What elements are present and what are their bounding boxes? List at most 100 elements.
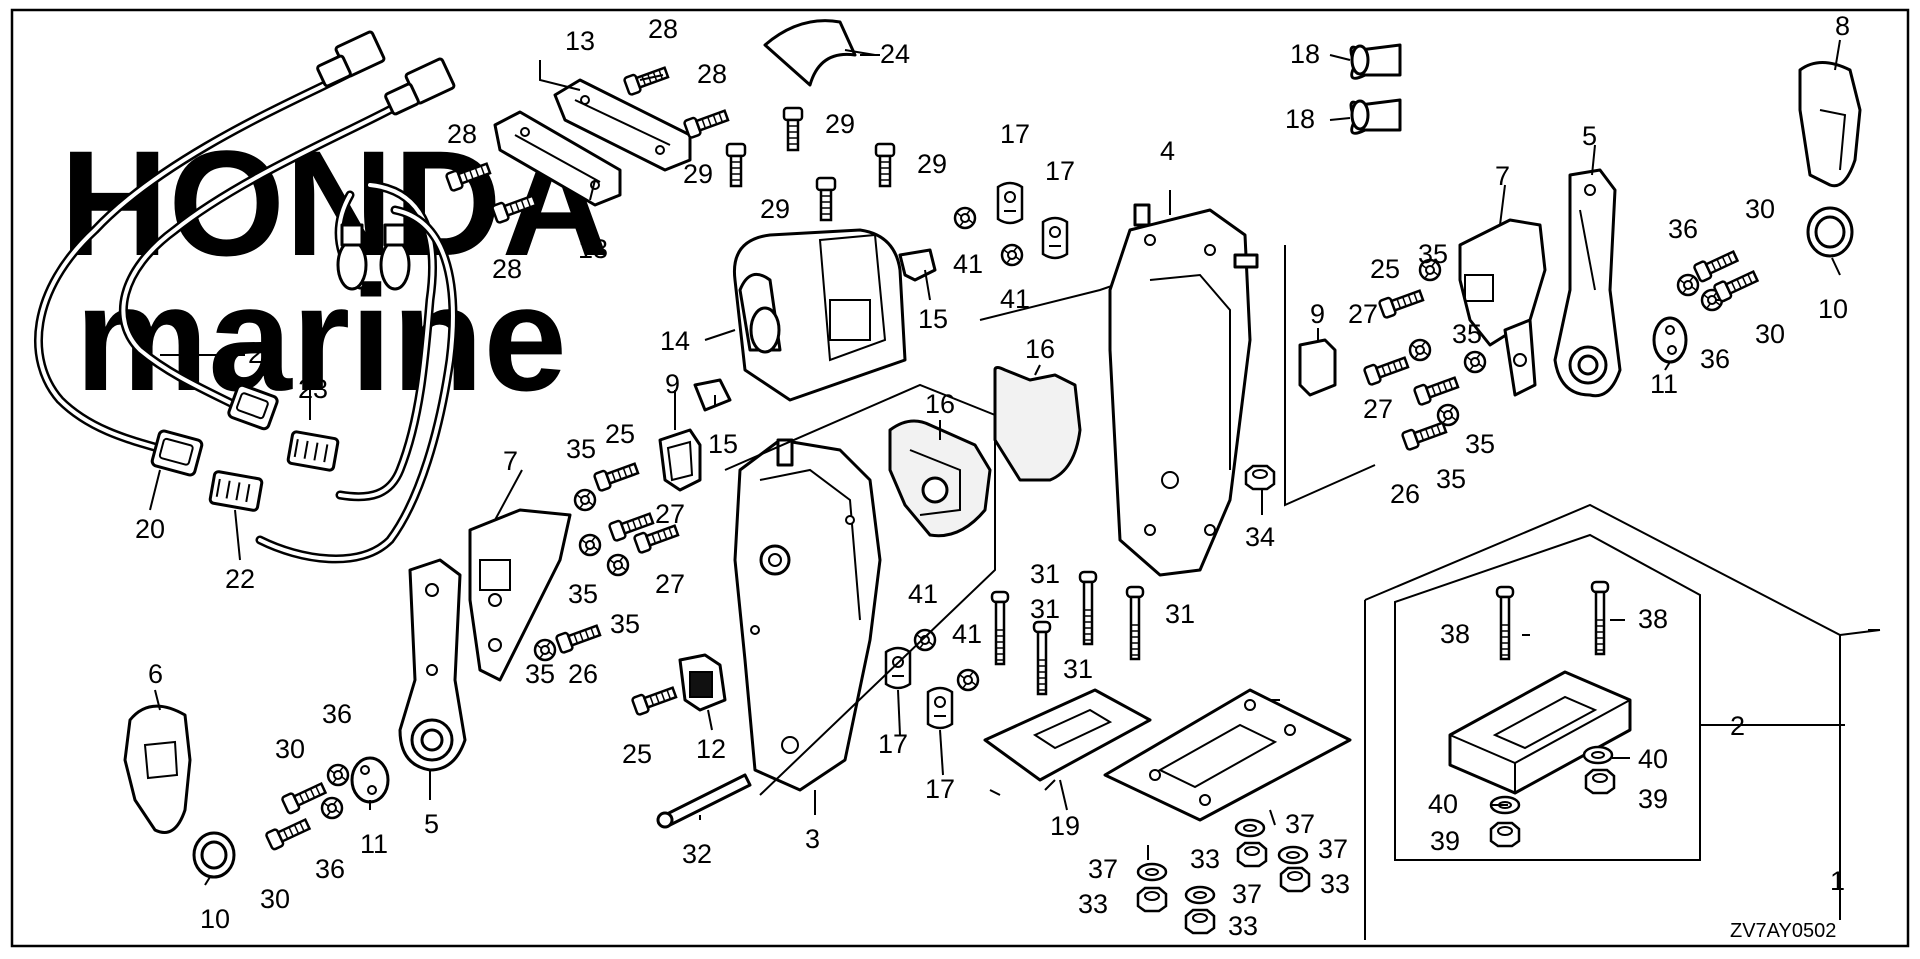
washer-35-f (578, 533, 602, 557)
callout-40-a: 40 (1638, 744, 1668, 774)
callout-2: 2 (1730, 711, 1745, 741)
callout-16-lower: 16 (925, 389, 955, 419)
callout-30-b: 30 (1755, 319, 1785, 349)
callout-28-d: 28 (492, 254, 522, 284)
callout-18-b: 18 (1285, 104, 1315, 134)
knob-6 (123, 704, 192, 834)
bushing-18-b (1349, 98, 1402, 135)
nut-33-b (1279, 866, 1311, 893)
callout-16-upper: 16 (1025, 334, 1055, 364)
callout-39-a: 39 (1638, 784, 1668, 814)
callout-22: 22 (225, 564, 255, 594)
bracket-17-b (1041, 216, 1069, 260)
nut-41-d (956, 668, 980, 692)
nut-33-d (1184, 908, 1216, 935)
callout-6: 6 (148, 659, 163, 689)
callout-29-c: 29 (917, 149, 947, 179)
diagram-code: ZV7AY0502 (1730, 920, 1836, 942)
callout-33-c: 33 (1078, 889, 1108, 919)
screw-30-b (1712, 266, 1761, 304)
callout-5-right: 5 (1582, 121, 1597, 151)
nut-39-b (1489, 821, 1521, 848)
washer-37-b (1234, 818, 1266, 838)
callout-25-right: 25 (1370, 254, 1400, 284)
callout-17-b: 17 (1045, 156, 1075, 186)
callout-37-d: 37 (1232, 879, 1262, 909)
spacer-block (1448, 670, 1632, 795)
callout-26-left: 26 (568, 659, 598, 689)
screw-29-a (782, 106, 804, 152)
nut-33-c (1136, 886, 1168, 913)
cover-14 (732, 228, 907, 402)
callout-41-b: 41 (1000, 284, 1030, 314)
lever-7-right (1458, 218, 1547, 397)
callout-7-left: 7 (503, 446, 518, 476)
screw-27-right-b (1412, 372, 1461, 407)
callout-37-c: 37 (1088, 854, 1118, 884)
callout-1: 1 (1830, 866, 1845, 896)
nut-41-a (953, 206, 977, 230)
screw-30-d (264, 814, 313, 852)
callout-23: 23 (298, 374, 328, 404)
washer-35-c (1463, 350, 1487, 374)
gasket-19 (983, 688, 1152, 796)
disc-11-right (1652, 316, 1688, 364)
connector-23 (286, 430, 340, 472)
bolt-32 (656, 773, 752, 829)
callout-13-top: 13 (565, 26, 595, 56)
callout-27-right-a: 27 (1348, 299, 1378, 329)
callout-33-b: 33 (1320, 869, 1350, 899)
callout-21: 21 (248, 339, 278, 369)
callout-9-right: 9 (1310, 299, 1325, 329)
washer-36-c (326, 763, 350, 787)
screw-29-d (815, 176, 837, 222)
screw-26-left (554, 620, 603, 655)
connector-upper-2 (384, 57, 456, 116)
callout-29-d: 29 (760, 194, 790, 224)
nut-34 (1244, 464, 1276, 491)
callout-36-d: 36 (315, 854, 345, 884)
callout-37-a: 37 (1285, 809, 1315, 839)
callout-35-left-b: 35 (568, 579, 598, 609)
callout-41-c: 41 (908, 579, 938, 609)
connector-20 (150, 429, 204, 477)
washer-36-a (1676, 273, 1700, 297)
nut-39-a (1584, 768, 1616, 795)
pad-9-right (1298, 338, 1337, 397)
bolt-31-d (1125, 585, 1145, 661)
control-box-4 (1108, 203, 1259, 577)
knob-8 (1798, 61, 1862, 188)
callout-25-lower: 25 (622, 739, 652, 769)
wire-harness (33, 65, 458, 564)
callout-12: 12 (696, 734, 726, 764)
nut-33-a (1236, 841, 1268, 868)
callout-34: 34 (1245, 522, 1275, 552)
washer-35-h (533, 638, 557, 662)
callout-29-a: 29 (825, 109, 855, 139)
watermark-line2: marine (75, 254, 567, 422)
screw-28-a (622, 62, 671, 97)
callout-33-a: 33 (1190, 844, 1220, 874)
gasket-16-lower (888, 419, 992, 538)
bolt-31-b (1032, 620, 1052, 696)
callout-30-c: 30 (275, 734, 305, 764)
callout-41-a: 41 (953, 249, 983, 279)
callout-11-right: 11 (1650, 369, 1678, 399)
callout-28-a: 28 (648, 14, 678, 44)
bulb-socket-pair (336, 223, 411, 291)
callout-27-left-b: 27 (655, 569, 685, 599)
callout-24: 24 (880, 39, 910, 69)
callout-8: 8 (1835, 11, 1850, 41)
pad-9-left (658, 428, 702, 492)
control-box-3 (733, 438, 882, 792)
diagram-border (10, 8, 1910, 948)
plate-13-lower (493, 110, 622, 207)
connector-upper-1 (316, 30, 386, 88)
grommet-10-left (192, 831, 236, 879)
callout-35-left-a: 35 (566, 434, 596, 464)
callout-35-right-a: 35 (1418, 239, 1448, 269)
callout-27-right-b: 27 (1363, 394, 1393, 424)
screw-25-left (592, 458, 641, 493)
callout-9-left: 9 (665, 369, 680, 399)
callout-18-a: 18 (1290, 39, 1320, 69)
